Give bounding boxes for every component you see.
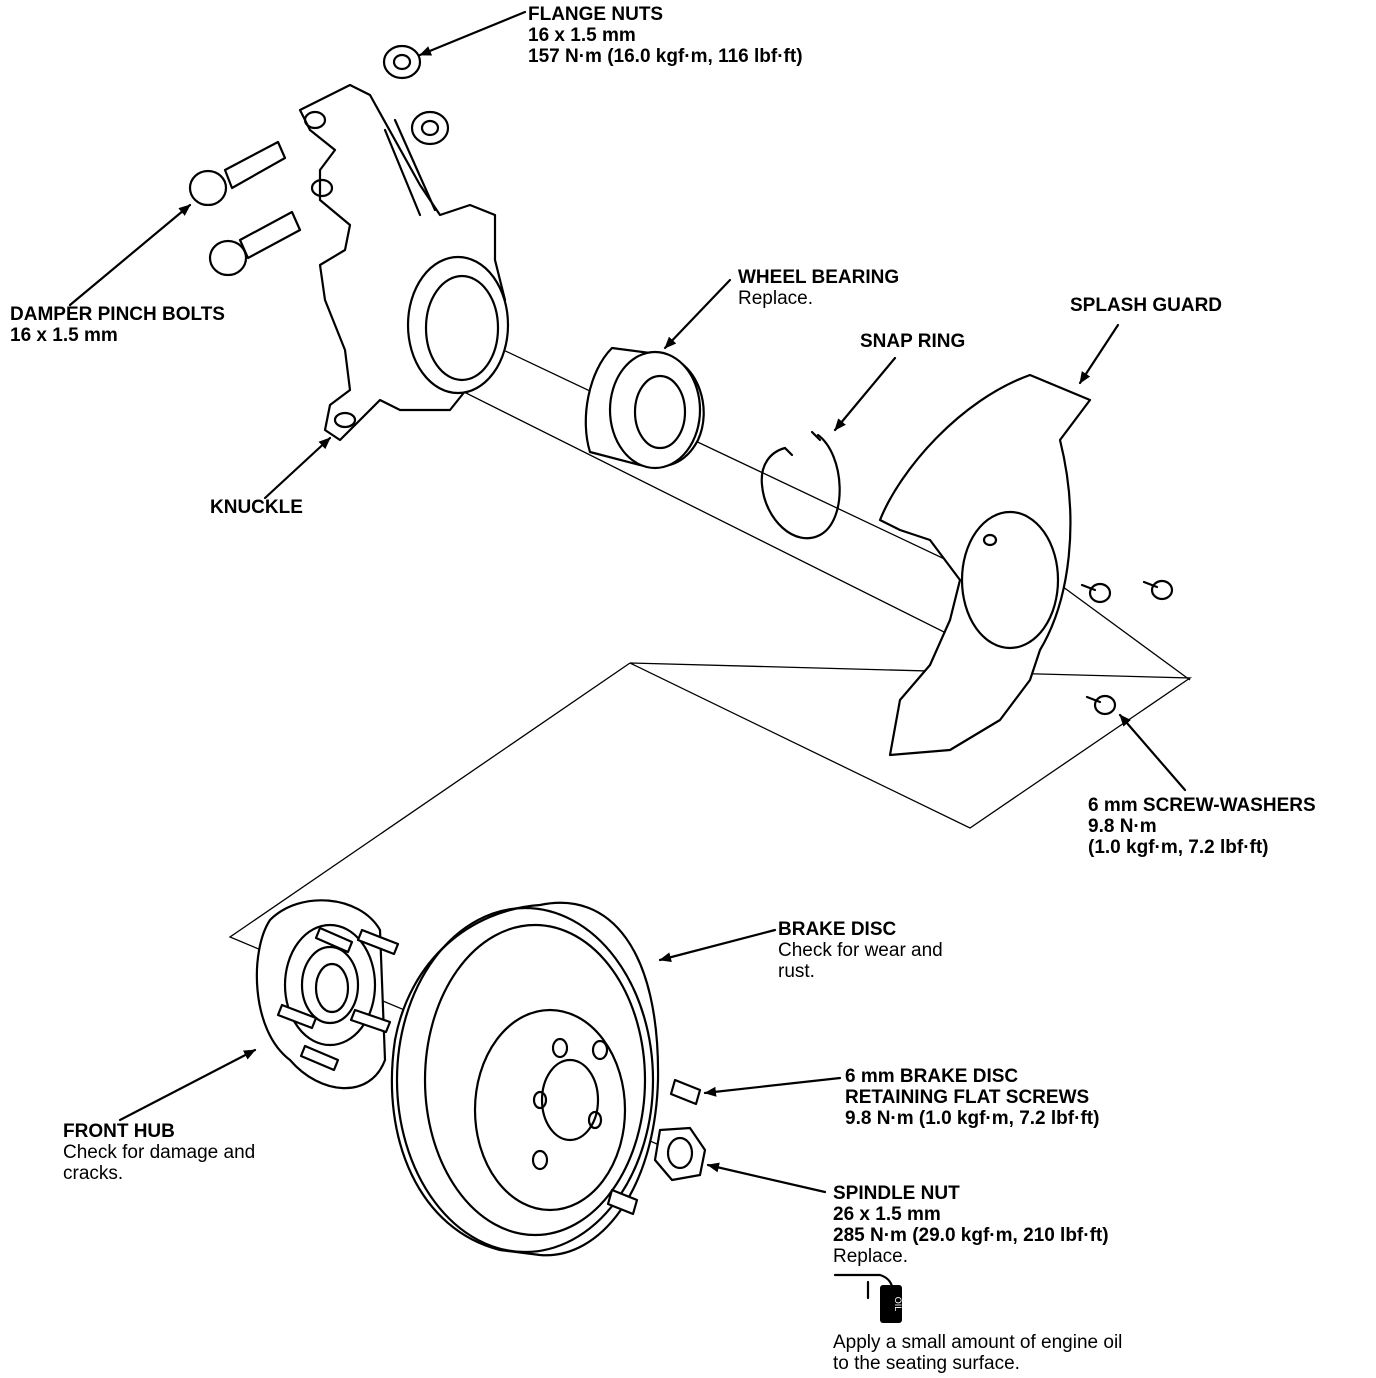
brake-disc-title: BRAKE DISC [778,919,897,940]
snap-ring [760,430,841,540]
screw-washer-3 [1085,694,1117,716]
front-hub-title: FRONT HUB [63,1121,175,1142]
screw-washer-2 [1142,579,1174,601]
label-flange-nuts: FLANGE NUTS 16 x 1.5 mm 157 N·m (16.0 kg… [528,4,803,67]
label-flat-screws: 6 mm BRAKE DISC RETAINING FLAT SCREWS 9.… [845,1066,1099,1129]
label-screw-washers: 6 mm SCREW-WASHERS 9.8 N·m (1.0 kgf·m, 7… [1088,795,1316,858]
front-hub [255,899,400,1090]
label-wheel-bearing: WHEEL BEARING Replace. [738,267,899,309]
leader-arrows [68,10,1187,1194]
brake-disc-flat-screw-2 [606,1188,639,1216]
label-snap-ring: SNAP RING [860,331,965,352]
label-front-hub: FRONT HUB Check for damage and cracks. [63,1121,255,1184]
front-hub-note-2: cracks. [63,1163,124,1184]
flat-screws-title-1: 6 mm BRAKE DISC [845,1066,1019,1087]
flange-nuts-title: FLANGE NUTS [528,4,664,25]
label-knuckle: KNUCKLE [210,497,303,518]
spindle-nut-title: SPINDLE NUT [833,1183,960,1204]
label-brake-disc: BRAKE DISC Check for wear and rust. [778,919,943,982]
label-oil-note: Apply a small amount of engine oil to th… [833,1332,1122,1374]
wheel-stud-2 [356,928,400,956]
brake-disc-note-1: Check for wear and [778,940,943,961]
brake-disc-flat-screw-1 [669,1078,702,1106]
wheel-stud-3 [276,1003,318,1030]
flange-nuts-size: 16 x 1.5 mm [528,25,636,46]
label-spindle-nut: SPINDLE NUT 26 x 1.5 mm 285 N·m (29.0 kg… [833,1183,1109,1267]
damper-pinch-bolt-lower [208,210,302,277]
screw-washers-title: 6 mm SCREW-WASHERS [1088,795,1316,816]
label-splash-guard: SPLASH GUARD [1070,295,1222,316]
screw-washers-torque-nm: 9.8 N·m [1088,816,1157,837]
damper-pinch-bolts-size: 16 x 1.5 mm [10,325,118,346]
damper-pinch-bolts-title: DAMPER PINCH BOLTS [10,304,225,325]
oil-note-line-1: Apply a small amount of engine oil [833,1332,1123,1353]
flange-nuts-torque: 157 N·m (16.0 kgf·m, 116 lbf·ft) [528,46,803,67]
wheel-bearing-title: WHEEL BEARING [738,267,900,288]
knuckle [298,83,510,442]
oil-can-label: OIL [893,1297,903,1312]
wheel-bearing-note: Replace. [738,288,813,309]
wheel-stud-4 [349,1008,392,1034]
front-hub-note-1: Check for damage and [63,1142,256,1163]
flat-screws-torque: 9.8 N·m (1.0 kgf·m, 7.2 lbf·ft) [845,1108,1100,1129]
flat-screws-title-2: RETAINING FLAT SCREWS [845,1087,1090,1108]
spindle-nut-size: 26 x 1.5 mm [833,1204,941,1225]
brake-disc [390,901,660,1257]
spindle-nut [653,1126,707,1182]
flange-nut-upper [382,44,422,80]
screw-washer-1 [1080,582,1112,604]
splash-guard [878,373,1092,757]
label-damper-pinch-bolts: DAMPER PINCH BOLTS 16 x 1.5 mm [10,304,225,346]
wheel-stud-1 [314,926,354,954]
spindle-nut-note: Replace. [833,1246,908,1267]
damper-pinch-bolt-upper [188,140,287,207]
brake-disc-note-2: rust. [778,961,815,982]
wheel-bearing [584,346,705,470]
oil-note-line-2: to the seating surface. [833,1353,1020,1374]
flange-nut-lower [410,110,450,146]
knuckle-title: KNUCKLE [210,497,303,518]
wheel-stud-5 [299,1044,340,1072]
splash-guard-title: SPLASH GUARD [1070,295,1223,316]
snap-ring-title: SNAP RING [860,331,966,352]
spindle-nut-torque: 285 N·m (29.0 kgf·m, 210 lbf·ft) [833,1225,1109,1246]
screw-washers-torque-alt: (1.0 kgf·m, 7.2 lbf·ft) [1088,837,1269,858]
oil-can-icon [833,1273,902,1323]
